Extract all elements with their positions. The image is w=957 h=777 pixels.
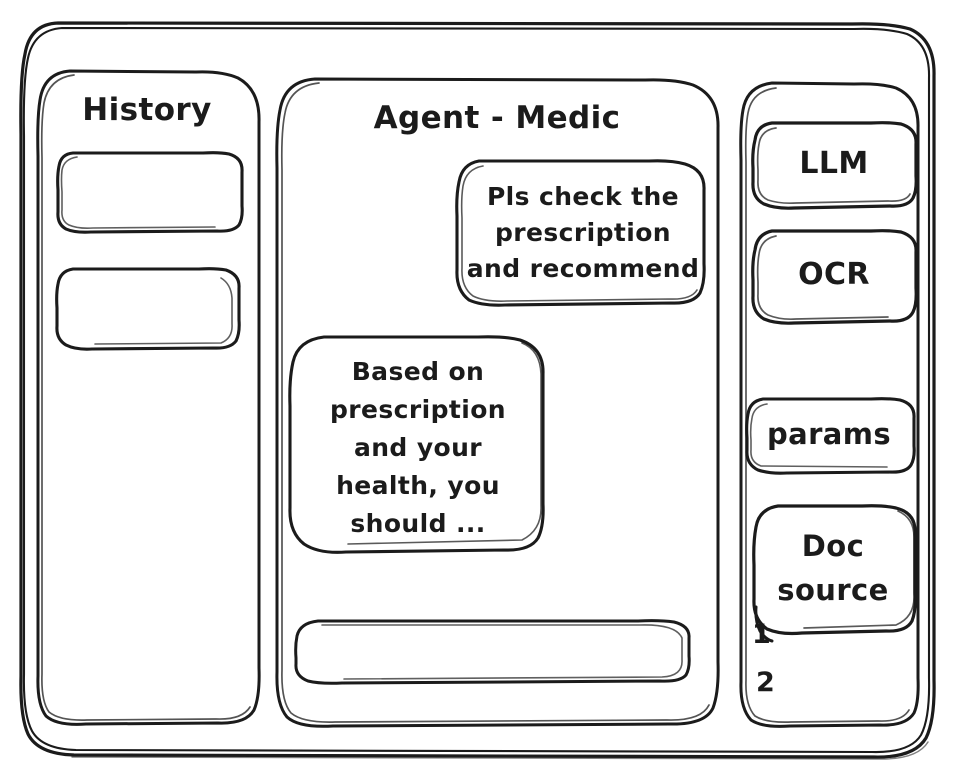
history-panel-title: History bbox=[82, 92, 212, 128]
tool-button-llm[interactable]: LLM bbox=[751, 121, 918, 210]
chat-message-assistant: Based on prescription and your health, y… bbox=[288, 335, 548, 560]
doc-source-line-1: Doc bbox=[801, 529, 865, 563]
doc-source-entry-1[interactable]: 1 bbox=[752, 619, 772, 650]
user-bubble-line: and recommend bbox=[466, 254, 700, 283]
tool-button-params[interactable]: params bbox=[745, 397, 916, 475]
chat-panel-title: Agent - Medic bbox=[373, 100, 621, 136]
assistant-bubble-text: Based on prescription and your health, y… bbox=[288, 336, 548, 560]
user-bubble-line: Pls check the bbox=[486, 182, 680, 211]
history-item-outline bbox=[56, 151, 244, 234]
tool-button-doc-source[interactable]: Doc source bbox=[752, 504, 917, 643]
doc-source-line-2: source bbox=[777, 573, 889, 607]
assistant-bubble-line: and your bbox=[353, 433, 483, 462]
assistant-bubble-line: should ... bbox=[350, 509, 486, 538]
tool-button-ocr[interactable]: OCR bbox=[751, 229, 918, 325]
assistant-bubble-line: Based on bbox=[351, 357, 485, 386]
chat-message-user: Pls check the prescription and recommend bbox=[455, 159, 711, 307]
user-bubble-line: prescription bbox=[495, 218, 671, 247]
user-bubble-text: Pls check the prescription and recommend bbox=[455, 160, 711, 306]
chat-input-box[interactable] bbox=[294, 619, 698, 685]
doc-source-entry-2[interactable]: 2 bbox=[756, 667, 776, 698]
llm-button-label: LLM bbox=[799, 146, 869, 181]
assistant-bubble-line: prescription bbox=[330, 395, 506, 424]
doc-source-label: Doc source bbox=[752, 505, 914, 631]
ocr-button-label: OCR bbox=[798, 257, 870, 292]
params-button-label: params bbox=[766, 417, 892, 451]
history-item-outline bbox=[55, 267, 241, 351]
history-item[interactable] bbox=[55, 267, 241, 351]
history-item[interactable] bbox=[56, 151, 244, 234]
assistant-bubble-line: health, you bbox=[336, 471, 500, 500]
chat-input-field[interactable] bbox=[312, 630, 680, 672]
